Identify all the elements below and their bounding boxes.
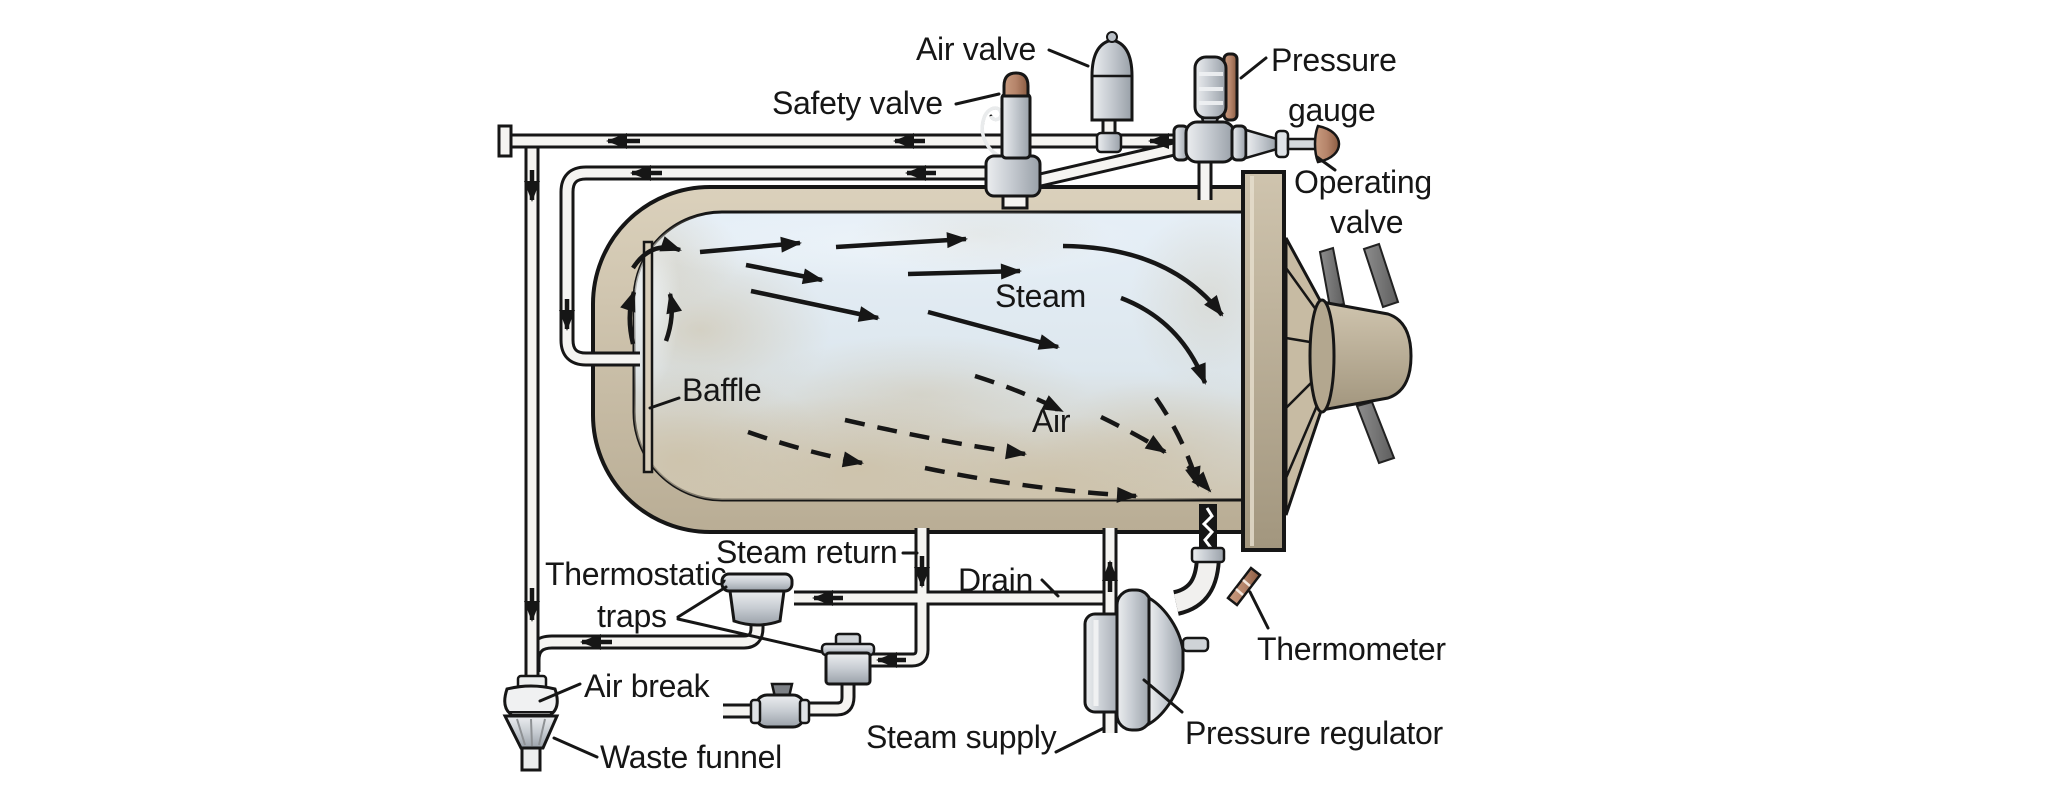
air-break-cup [503, 684, 559, 717]
thermometer-rod [1226, 566, 1262, 607]
door-wheel-handles [1318, 242, 1400, 465]
label-air-break: Air break [584, 668, 711, 704]
steam-flow-arrows [620, 232, 1224, 385]
leader-thermometer [1248, 590, 1270, 630]
label-pressure-gauge-1: Pressure [1271, 42, 1397, 78]
leader-drain [1040, 578, 1060, 598]
label-air: Air [1032, 403, 1071, 439]
pipe-end-cap [497, 124, 513, 158]
leader-steam-supply [1054, 726, 1106, 754]
operating-valve-body [1184, 120, 1236, 164]
label-pressure-regulator: Pressure regulator [1185, 715, 1443, 751]
thermostatic-trap-1 [720, 572, 794, 627]
steam-inlet-pipe [559, 165, 1008, 367]
air-valve-tip [1106, 31, 1118, 43]
pressure-regulator [1083, 588, 1210, 732]
wheel-handle-2 [1362, 242, 1400, 309]
door-hub-cup [1320, 300, 1413, 412]
label-waste-funnel: Waste funnel [600, 739, 782, 775]
operating-valve-cone [1244, 128, 1279, 160]
air-flow-arrows [747, 373, 1212, 503]
door-assembly [1241, 170, 1413, 552]
air-valve-body [1090, 38, 1134, 122]
label-air-valve: Air valve [916, 31, 1036, 67]
label-steam: Steam [995, 278, 1086, 314]
air-valve-stem [1095, 118, 1123, 154]
label-thermometer: Thermometer [1257, 631, 1446, 667]
leader-waste-funnel [552, 736, 599, 759]
leader-pressure-gauge [1239, 56, 1268, 80]
waste-funnel [502, 714, 560, 772]
waste-funnel-stub [520, 746, 542, 772]
safety-valve-cap [1002, 71, 1030, 98]
wheel-handle-3 [1355, 400, 1396, 465]
drain-pipe [794, 590, 1104, 618]
leader-operating-valve [1315, 155, 1337, 172]
operating-valve [1172, 120, 1341, 164]
label-thermostatic-traps-1: Thermostatic [545, 556, 727, 592]
safety-valve [980, 71, 1042, 198]
labels: Air valve Safety valve Pressure gauge Op… [538, 31, 1447, 775]
drain-cock-valve [749, 682, 811, 729]
leader-air-valve [1047, 48, 1090, 68]
thermometer-collar [1190, 546, 1226, 564]
leader-trap-2 [676, 617, 824, 654]
valve-to-neck-pipe [1034, 138, 1189, 189]
door-slab [1241, 170, 1286, 552]
wheel-handle-1 [1318, 246, 1346, 309]
vent-header-pipe [497, 124, 1183, 158]
regulator-bell-rim [1115, 588, 1153, 732]
leader-air-break [538, 682, 582, 703]
label-steam-return: Steam return [716, 534, 897, 570]
regulator-cone [1147, 595, 1185, 727]
leader-pressure-regulator [1142, 678, 1184, 714]
label-operating-valve-1: Operating [1294, 164, 1432, 200]
label-thermostatic-traps-2: traps [597, 598, 667, 634]
door-hub-ring [1308, 298, 1336, 414]
air-valve [1090, 31, 1134, 122]
label-baffle: Baffle [682, 372, 761, 408]
label-steam-supply: Steam supply [866, 719, 1057, 755]
drain-cock-body [754, 693, 806, 729]
leader-safety-valve [954, 92, 1001, 106]
label-drain: Drain [958, 562, 1033, 598]
thermometer [1172, 504, 1262, 616]
pipework [497, 118, 1213, 733]
regulator-stem [1181, 636, 1210, 653]
pipe-flow-arrows [524, 133, 1178, 668]
label-safety-valve: Safety valve [772, 85, 943, 121]
pressure-gauge [1193, 52, 1239, 136]
label-operating-valve-2: valve [1330, 204, 1403, 240]
steam-return-pipe [870, 528, 930, 668]
operating-valve-knob [1313, 124, 1341, 164]
label-pressure-gauge-2: gauge [1288, 92, 1376, 128]
safety-valve-base [984, 154, 1042, 198]
leader-trap-1 [676, 585, 728, 619]
thermostatic-trap-2 [820, 632, 876, 686]
leader-baffle [648, 396, 681, 410]
air-break [503, 674, 559, 717]
baffle-plate [642, 240, 654, 474]
safety-valve-body [1000, 92, 1032, 160]
